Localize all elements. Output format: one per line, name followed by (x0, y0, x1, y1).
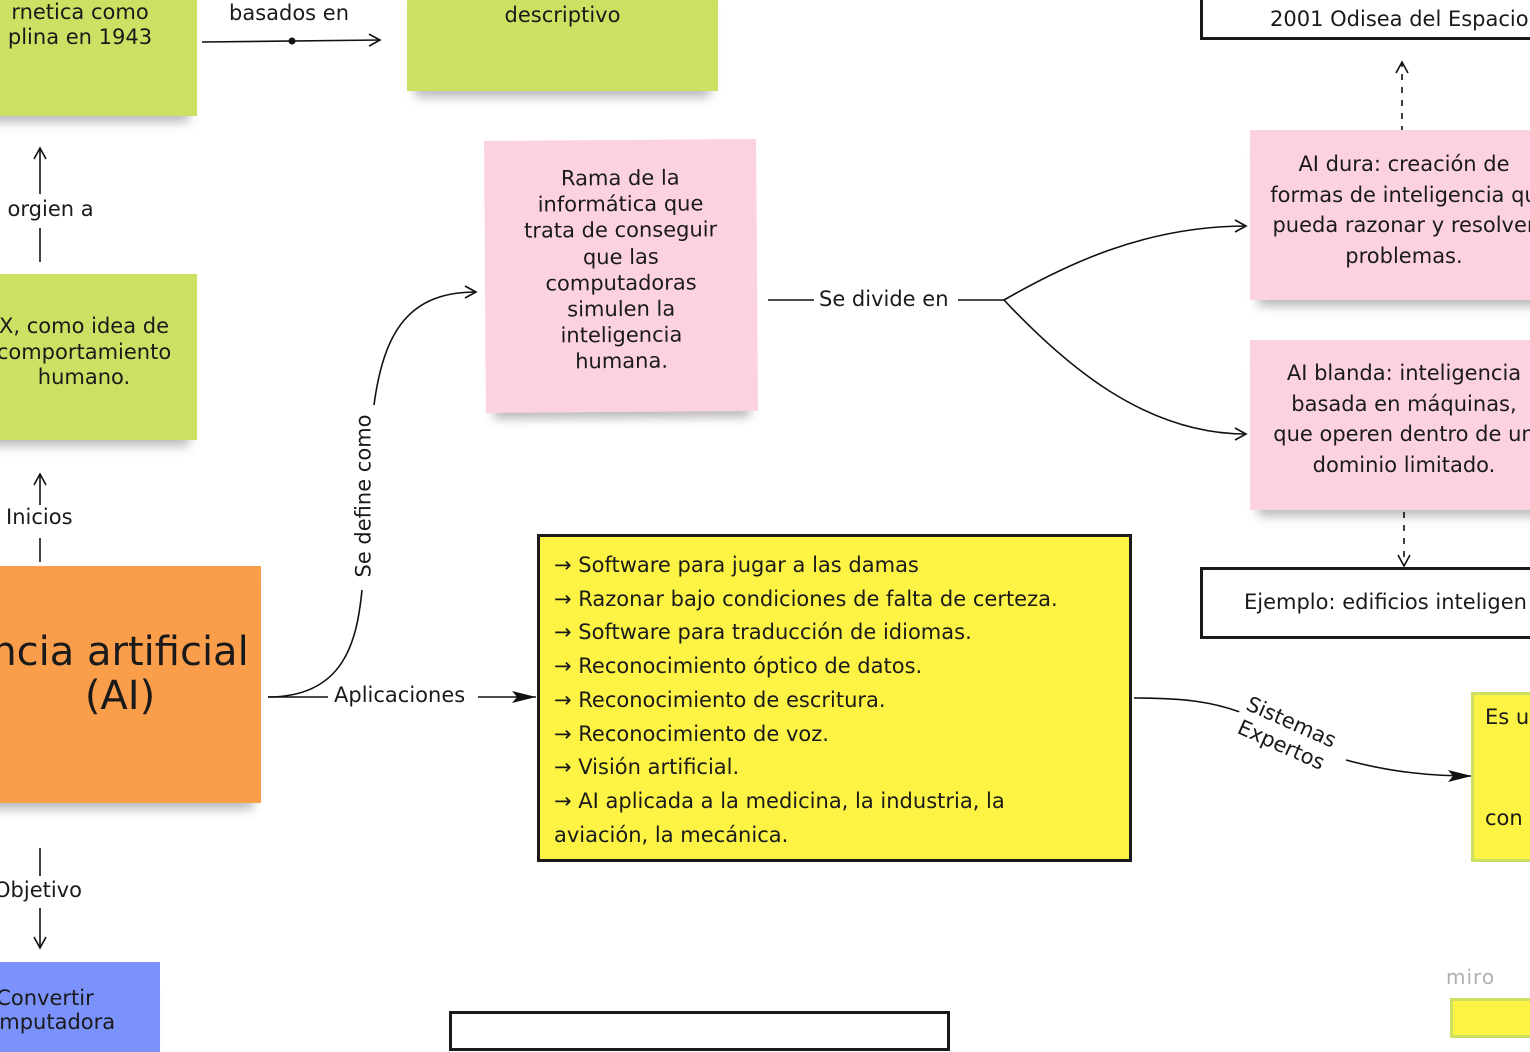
application-item: → Software para jugar a las damas (554, 553, 919, 577)
expert-systems-note[interactable]: Es u con (1471, 692, 1530, 862)
label-beginnings: Inicios (6, 505, 73, 529)
applications-box[interactable]: → Software para jugar a las damas → Razo… (537, 534, 1132, 862)
soft-ai-note-text: AI blanda: inteligencia basada en máquin… (1273, 361, 1530, 477)
label-defined-as: Se define como (352, 411, 376, 581)
label-objective: Objetivo (0, 880, 82, 901)
odyssey-example-box[interactable]: 2001 Odisea del Espacio (1200, 0, 1530, 40)
odyssey-example-text: 2001 Odisea del Espacio (1270, 7, 1529, 31)
miro-watermark: miro (1446, 965, 1496, 989)
connector-lines (33, 33, 1473, 950)
cybernetics-note-text: rnetica como plina en 1943 (7, 0, 153, 49)
ai-main-note[interactable]: ncia artificial (AI) (0, 566, 261, 803)
label-applications: Aplicaciones (334, 683, 466, 707)
application-item: aviación, la mecánica. (554, 822, 789, 847)
label-divided-into: Se divide en (819, 287, 949, 311)
objective-note[interactable]: Convertir computadora (0, 962, 160, 1052)
application-item: → Reconocimiento óptico de datos. (554, 654, 923, 679)
hard-ai-note-text: AI dura: creación de formas de inteligen… (1270, 152, 1530, 268)
empty-bordered-box[interactable] (449, 1011, 950, 1051)
descriptive-note-text: descriptivo (504, 3, 621, 27)
turing-idea-note[interactable]: X, como idea de comportamiento humano. (0, 274, 197, 440)
smart-buildings-example-box[interactable]: Ejemplo: edificios inteligen (1200, 567, 1530, 639)
application-item: → Reconocimiento de voz. (554, 721, 829, 746)
applications-list: → Software para jugar a las damas → Razo… (554, 549, 1129, 852)
expert-systems-connector (1133, 697, 1241, 713)
definition-note-text: Rama de la informática que trata de cons… (524, 165, 718, 374)
smart-buildings-example-text: Ejemplo: edificios inteligen (1244, 590, 1527, 614)
hard-ai-note[interactable]: AI dura: creación de formas de inteligen… (1250, 130, 1530, 300)
defined-as-connector (267, 589, 363, 698)
small-yellow-note[interactable] (1450, 998, 1530, 1038)
turing-idea-note-text: X, como idea de comportamiento humano. (0, 314, 172, 389)
descriptive-note[interactable]: descriptivo (407, 0, 718, 91)
application-item: → Razonar bajo condiciones de falta de c… (554, 586, 1058, 611)
ai-main-note-title: ncia artificial (AI) (0, 629, 249, 719)
soft-ai-note[interactable]: AI blanda: inteligencia basada en máquin… (1250, 340, 1530, 510)
label-based-on: basados en (229, 1, 350, 25)
application-item: → AI aplicada a la medicina, la industri… (554, 788, 1005, 813)
objective-note-text: Convertir computadora (0, 986, 116, 1034)
application-item: → Reconocimiento de escritura. (554, 687, 886, 712)
label-origin: a orgien a (0, 199, 94, 220)
application-item: → Visión artificial. (554, 755, 740, 780)
application-item: → Software para traducción de idiomas. (554, 620, 972, 645)
cybernetics-note[interactable]: rnetica como plina en 1943 (0, 0, 197, 116)
definition-note[interactable]: Rama de la informática que trata de cons… (484, 139, 758, 413)
expert-systems-note-text: Es u con (1485, 705, 1530, 830)
